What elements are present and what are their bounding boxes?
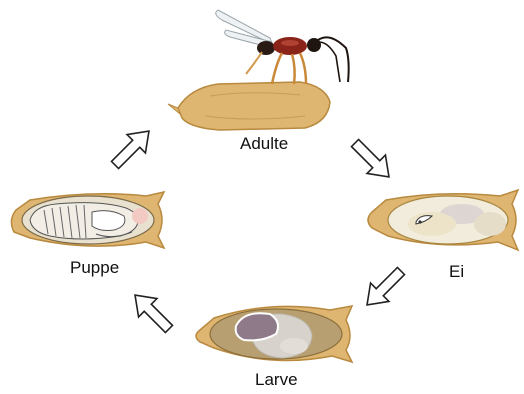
host-pupa-icon [168,82,330,130]
cycle-arrow-icon [126,286,178,338]
egg-stage-label: Ei [449,262,464,282]
cycle-arrow-icon [358,262,410,314]
host-pupa-icon [11,192,164,248]
host-pupa-icon [368,190,518,250]
larva-stage-illustration [196,306,352,362]
cycle-arrow-icon [346,134,398,186]
adult-stage-label: Adulte [240,134,288,154]
pupa-stage-label: Puppe [70,258,119,278]
adult-stage-illustration [168,10,349,130]
cycle-arrow-icon [106,122,158,174]
host-pupa-icon [196,306,352,362]
egg-stage-illustration [368,190,518,250]
wasp-icon [216,10,349,84]
pupa-stage-illustration [11,192,164,248]
larva-stage-label: Larve [255,370,298,390]
